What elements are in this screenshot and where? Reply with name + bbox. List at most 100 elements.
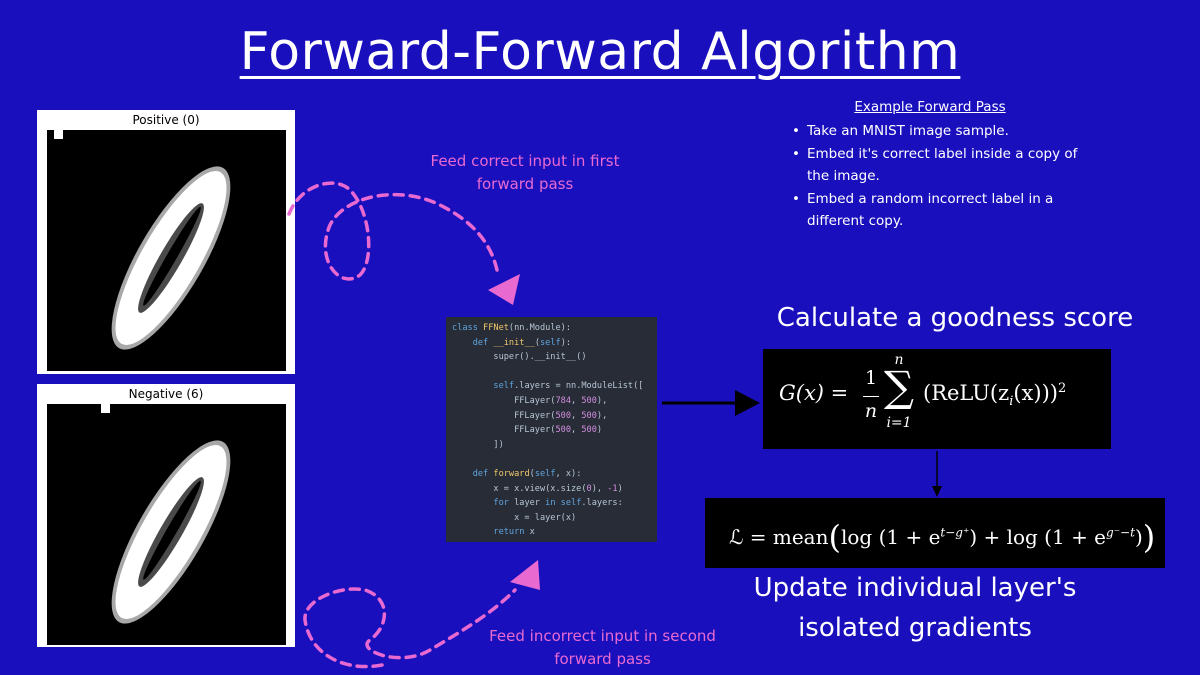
ffnet-code-panel: class FFNet(nn.Module): def __init__(sel… xyxy=(446,317,657,542)
code-line: FFLayer(784, 500), xyxy=(452,394,657,409)
code-token: 500 xyxy=(555,410,572,421)
code-token: def xyxy=(472,337,494,348)
example-step: Embed a random incorrect label in a diff… xyxy=(792,188,1102,233)
code-token: ), xyxy=(596,410,608,421)
code-line xyxy=(452,452,657,467)
code-token: , xyxy=(571,425,582,436)
code-token: ): xyxy=(560,337,572,348)
code-line: for layer in self.layers: xyxy=(452,496,657,511)
update-heading: Update individual layer's isolated gradi… xyxy=(753,573,1077,643)
code-token: ) xyxy=(596,425,603,436)
code-line: FFLayer(500, 500) xyxy=(452,423,657,438)
code-token: , x): xyxy=(555,468,582,479)
example-steps-list: Take an MNIST image sample. Embed it's c… xyxy=(792,120,1102,233)
code-line: def forward(self, x): xyxy=(452,467,657,482)
loss-formula: ℒ = mean(log (1 + et−g⁺) + log (1 + eg⁻−… xyxy=(729,518,1156,556)
positive-sample-panel: Positive (0) xyxy=(37,110,295,374)
goodness-sum-bottom: i=1 xyxy=(886,415,912,431)
code-token xyxy=(452,527,493,537)
goodness-frac-num: 1 xyxy=(864,367,878,389)
negative-sample-label: Negative (6) xyxy=(128,387,204,401)
code-token: .layers = nn.ModuleList([ xyxy=(514,381,644,392)
goodness-sum-top: n xyxy=(894,352,904,368)
embedded-label-pixel xyxy=(54,130,63,139)
sum-symbol: ∑ xyxy=(884,362,914,411)
code-line: def __init__(self): xyxy=(452,336,657,351)
code-token: FFLayer( xyxy=(452,410,556,421)
code-token: (nn.Module): xyxy=(508,323,572,333)
goodness-formula-box: G(x) = 1 n n ∑ i=1 (ReLU(zi(x)))2 xyxy=(763,349,1111,449)
negative-flow-curve xyxy=(303,587,517,669)
code-token: 500 xyxy=(581,425,597,436)
code-token: -1 xyxy=(607,483,618,494)
code-line: self.layers = nn.ModuleList([ xyxy=(452,379,657,394)
goodness-to-loss-arrowhead xyxy=(932,486,942,497)
code-token: ( xyxy=(529,468,535,479)
example-step: Take an MNIST image sample. xyxy=(792,120,1102,143)
negative-arrowhead xyxy=(510,560,540,590)
code-token: .layers: xyxy=(581,498,623,509)
code-token: self xyxy=(540,337,561,348)
code-token: 500 xyxy=(555,425,572,436)
code-line xyxy=(452,365,657,380)
code-line: ]) xyxy=(452,438,657,453)
code-token: ]) xyxy=(452,439,504,450)
code-token xyxy=(452,498,493,508)
negative-digit-image xyxy=(47,404,286,645)
example-title: Example Forward Pass xyxy=(854,99,1006,115)
code-token: x = layer(x) xyxy=(452,512,577,523)
goodness-frac-den: n xyxy=(864,400,878,422)
code-token: class xyxy=(452,323,484,333)
code-token: layer xyxy=(514,498,546,509)
goodness-frac-bar xyxy=(863,396,879,397)
code-token: ) xyxy=(617,483,623,494)
positive-arrowhead xyxy=(488,274,520,305)
goodness-body: (ReLU(zi(x)))2 xyxy=(923,381,1067,410)
positive-flow-curve xyxy=(287,181,499,281)
code-token: super().__init__() xyxy=(452,352,587,363)
code-token: forward xyxy=(493,468,530,479)
code-token: return xyxy=(493,527,530,538)
negative-sample-panel: Negative (6) xyxy=(37,384,295,647)
code-token: 500 xyxy=(581,395,597,406)
code-token: self xyxy=(493,381,515,392)
code-token: FFLayer( xyxy=(452,395,556,406)
feed-correct-caption: Feed correct input in first forward pass xyxy=(430,152,620,193)
positive-sample-label: Positive (0) xyxy=(132,113,200,127)
page-title: Forward-Forward Algorithm xyxy=(239,22,961,82)
code-token: ), xyxy=(591,483,608,494)
code-line: class FFNet(nn.Module): xyxy=(452,321,657,336)
code-token: ), xyxy=(596,395,608,406)
code-token: 784 xyxy=(555,395,572,406)
code-line: return x xyxy=(452,525,657,540)
code-token: x xyxy=(529,527,535,538)
positive-digit-image xyxy=(47,130,286,371)
goodness-lhs: G(x) = xyxy=(779,381,849,405)
embedded-label-pixel xyxy=(101,404,110,413)
code-token xyxy=(452,338,473,348)
code-token: for xyxy=(493,498,515,509)
code-line: x = layer(x) xyxy=(452,511,657,526)
code-token: , xyxy=(571,410,582,421)
code-token: ( xyxy=(534,337,540,348)
code-token: x = x.view(x.size( xyxy=(452,483,587,494)
loss-formula-box: ℒ = mean(log (1 + et−g⁺) + log (1 + eg⁻−… xyxy=(705,498,1165,568)
code-token: 0 xyxy=(586,483,592,494)
code-token: FFNet xyxy=(483,323,509,333)
example-step: Embed it's correct label inside a copy o… xyxy=(792,143,1102,188)
feed-incorrect-caption: Feed incorrect input in second forward p… xyxy=(489,627,716,668)
code-token: , xyxy=(571,395,582,406)
code-line: FFLayer(500, 500), xyxy=(452,409,657,424)
code-token: 500 xyxy=(581,410,597,421)
code-to-goodness-arrowhead xyxy=(735,390,760,416)
code-token: in self xyxy=(545,498,582,509)
code-token: __init__ xyxy=(493,337,535,348)
code-token: FFLayer( xyxy=(452,425,556,436)
code-token xyxy=(452,381,493,391)
code-line: x = x.view(x.size(0), -1) xyxy=(452,482,657,497)
goodness-heading: Calculate a goodness score xyxy=(776,303,1134,333)
code-line: super().__init__() xyxy=(452,350,657,365)
code-token xyxy=(452,469,473,479)
code-token: def xyxy=(472,468,494,479)
